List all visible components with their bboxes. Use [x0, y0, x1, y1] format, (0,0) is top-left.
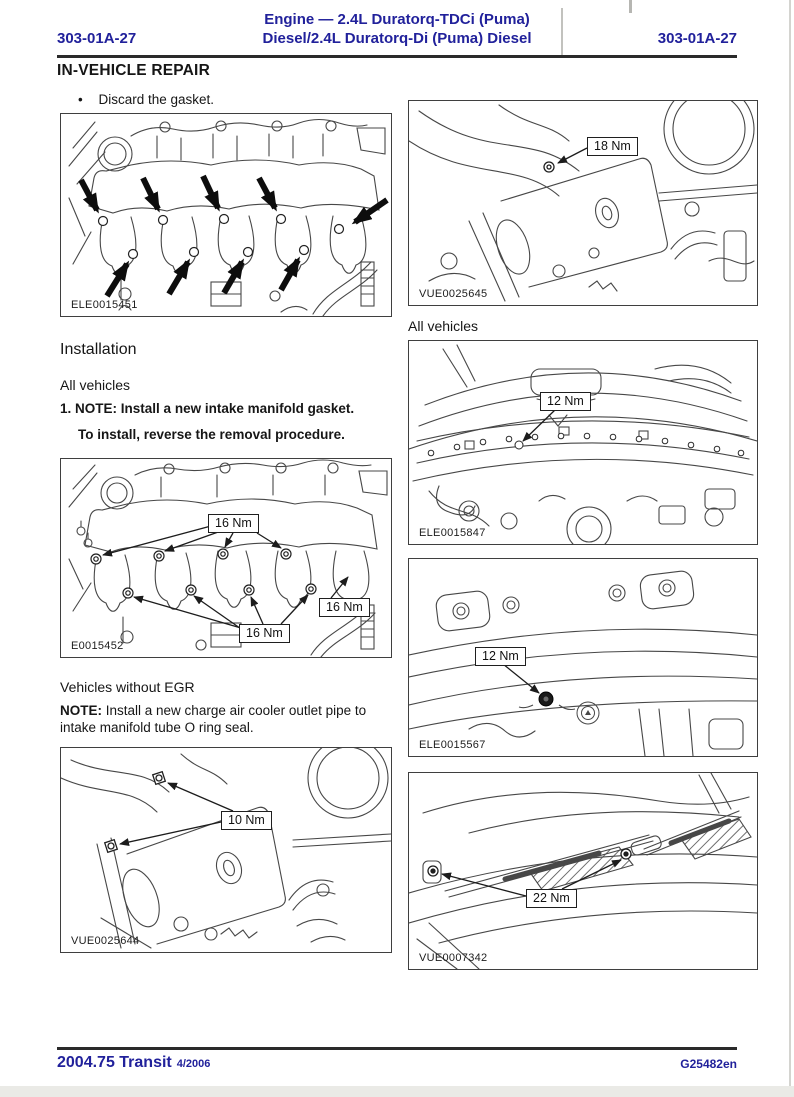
section-heading: IN-VEHICLE REPAIR — [57, 62, 210, 79]
torque-label: 22 Nm — [526, 889, 577, 908]
wiper-arms-line-art — [409, 773, 757, 969]
figure-caption: ELE0015847 — [419, 527, 486, 539]
leader-line — [522, 408, 557, 442]
scan-artifact-bottom-band — [0, 1086, 794, 1097]
torque-label: 12 Nm — [540, 392, 591, 411]
torque-label: 18 Nm — [587, 137, 638, 156]
bullet-item-discard-gasket: • Discard the gasket. — [78, 92, 214, 107]
figure-caption: VUE0025644 — [71, 935, 140, 947]
figure-caption: E0015452 — [71, 640, 124, 652]
footer-publication: 2004.75 Transit 4/2006 — [57, 1054, 210, 1072]
figure-pipe-bolt-18nm: 18 Nm VUE0025645 — [408, 100, 758, 306]
torque-label: 16 Nm — [319, 598, 370, 617]
figure-wiper-arms-22nm: 22 Nm VUE0007342 — [408, 772, 758, 970]
figure-caption: VUE0007342 — [419, 952, 488, 964]
scan-artifact-header-tick — [561, 8, 563, 56]
all-vehicles-heading-left: All vehicles — [60, 377, 131, 393]
leader-lines — [441, 859, 622, 897]
bolt-dark — [518, 691, 600, 725]
egr-note: NOTE: Install a new charge air cooler ou… — [60, 702, 400, 736]
torque-label: 16 Nm — [208, 514, 259, 533]
figure-intake-manifold-removal: ELE0015451 — [60, 113, 392, 317]
bullet-text: Discard the gasket. — [98, 92, 215, 107]
note-label: NOTE: — [75, 401, 118, 416]
engine-pipe-line-art — [61, 748, 391, 949]
footer-doc-code: G25482en — [680, 1057, 737, 1071]
figure-caption: VUE0025645 — [419, 288, 488, 300]
step-1-note: 1. NOTE: Install a new intake manifold g… — [60, 401, 354, 416]
note-text: Install a new charge air cooler outlet p… — [60, 703, 367, 735]
all-vehicles-heading-right: All vehicles — [408, 318, 479, 334]
page-title: Engine — 2.4L Duratorq-TDCi (Puma) Diese… — [167, 10, 627, 48]
step-number: 1. — [60, 401, 72, 416]
page-title-line1: Engine — 2.4L Duratorq-TDCi (Puma) — [264, 11, 530, 28]
page-code-left: 303-01A-27 — [57, 30, 137, 47]
scan-artifact-top-tick — [629, 0, 632, 13]
footer-publication-name: 2004.75 Transit — [57, 1054, 172, 1071]
cowl-panel-line-art — [409, 344, 757, 544]
header-rule — [57, 55, 737, 58]
bullet-marker: • — [78, 92, 83, 107]
torque-label: 16 Nm — [239, 624, 290, 643]
leader-line — [557, 147, 588, 164]
figure-charge-air-cooler-pipe: 10 Nm VUE0025644 — [60, 747, 392, 953]
footer-revision-date: 4/2006 — [176, 1058, 211, 1070]
torque-label: 12 Nm — [475, 647, 526, 666]
figure-caption: ELE0015567 — [419, 739, 486, 751]
egr-heading: Vehicles without EGR — [60, 679, 195, 695]
footer-rule — [57, 1047, 737, 1050]
panel-line-art — [409, 570, 757, 756]
bolt-arrows — [78, 174, 389, 298]
leader-lines — [119, 782, 234, 846]
note-label: NOTE: — [60, 703, 102, 718]
leader-line — [502, 663, 540, 694]
figure-panel-bolt-12nm: 12 Nm ELE0015567 — [408, 558, 758, 757]
scan-artifact-right-edge — [789, 0, 791, 1097]
engine-manifold-torque-line-art — [68, 459, 388, 657]
engine-pipe-line-art — [409, 101, 757, 302]
figure-cowl-panel-12nm: 12 Nm ELE0015847 — [408, 340, 758, 545]
page-code-right: 303-01A-27 — [657, 30, 737, 47]
page-title-line2: Diesel/2.4L Duratorq-Di (Puma) Diesel — [262, 30, 532, 47]
installation-heading: Installation — [60, 341, 137, 358]
engine-manifold-line-art — [68, 118, 389, 316]
leader-lines — [102, 525, 349, 634]
torque-label: 10 Nm — [221, 811, 272, 830]
note-text: Install a new intake manifold gasket. — [120, 401, 355, 416]
step-1-instruction: To install, reverse the removal procedur… — [78, 427, 345, 442]
figure-intake-manifold-torque: 16 Nm 16 Nm 16 Nm E0015452 — [60, 458, 392, 658]
figure-caption: ELE0015451 — [71, 299, 138, 311]
